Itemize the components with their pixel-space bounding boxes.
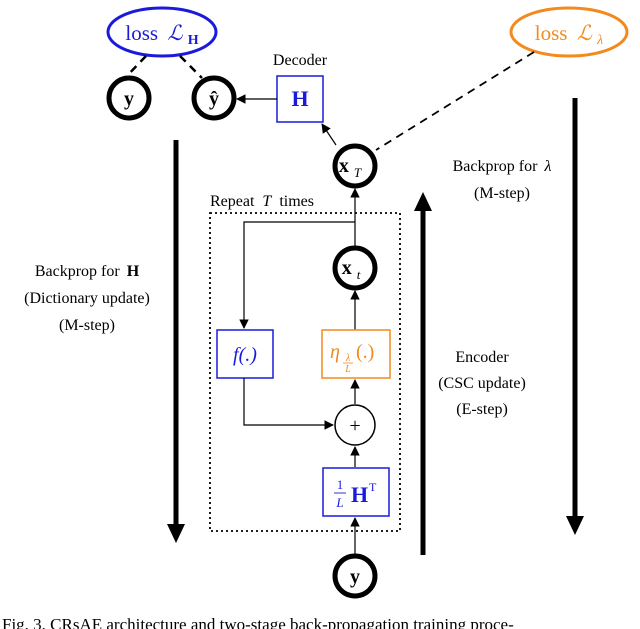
ht-num: 1	[337, 477, 344, 492]
x-T-base: x	[339, 155, 349, 177]
repeat-box	[209, 212, 401, 532]
encoder-arrowhead	[414, 192, 432, 211]
x-t-base: x	[342, 257, 352, 279]
loss-h-prefix: loss	[125, 21, 158, 45]
y-output-node: y	[106, 75, 152, 121]
y-input-label: y	[350, 566, 360, 588]
eta-den: L	[344, 364, 351, 375]
x-T-sub: T	[354, 165, 362, 180]
eta-box: η λ L (.)	[321, 329, 391, 379]
loss-lambda-to-xT-dashed	[375, 51, 535, 151]
x-T-node: x T	[332, 143, 378, 189]
svg-text:loss ℒ H: loss ℒ H	[125, 21, 198, 48]
f-box-label: f(.)	[233, 344, 257, 366]
svg-text:x T: x T	[339, 155, 362, 180]
y-hat-node: ŷ	[191, 75, 237, 121]
feedback-loop-line	[239, 221, 355, 329]
encoder-label: Encoder	[455, 349, 509, 366]
decoder-label: Decoder	[273, 52, 328, 69]
decoder-h-box: H	[276, 75, 324, 123]
figure-caption: Fig. 3. CRsAE architecture and two-stage…	[2, 615, 514, 629]
backprop-lambda-label: Backprop for λ	[453, 158, 552, 175]
svg-text:loss ℒ λ: loss ℒ λ	[535, 21, 603, 48]
xT-to-decoder-arrow	[321, 123, 337, 146]
f-box: f(.)	[216, 329, 274, 379]
loss-lambda-sub: λ	[596, 33, 603, 48]
plus-label: +	[349, 415, 360, 437]
plus-node: +	[334, 404, 376, 446]
svg-text:x t: x t	[342, 257, 361, 282]
dictionary-update-label: (Dictionary update)	[24, 290, 150, 307]
ht-base: H	[351, 482, 368, 507]
y-output-label: y	[124, 88, 134, 110]
loss-h-to-y-dashed	[124, 55, 147, 79]
ht-sup: T	[369, 480, 377, 494]
m-step-h-label: (M-step)	[59, 317, 115, 334]
loss-h-node: loss ℒ H	[106, 6, 218, 58]
csc-update-label: (CSC update)	[438, 375, 526, 392]
backprop-h-arrowhead	[167, 524, 185, 543]
loss-lambda-prefix: loss	[535, 21, 568, 45]
repeat-label: Repeat T times	[210, 193, 314, 210]
ht-den: L	[335, 495, 343, 510]
backprop-lambda-arrowhead	[566, 516, 584, 535]
loss-lambda-symbol: ℒ	[577, 21, 593, 45]
y-hat-label: ŷ	[209, 88, 219, 110]
eta-base: η	[330, 341, 340, 363]
loss-lambda-node: loss ℒ λ	[509, 6, 629, 58]
x-t-node: x t	[332, 245, 378, 291]
loss-h-to-yhat-dashed	[179, 55, 203, 79]
ht-box: 1 L H T	[322, 467, 390, 517]
f-to-plus-arrow	[243, 378, 334, 430]
eta-num: λ	[345, 353, 351, 364]
decoder-h-label: H	[291, 86, 308, 111]
loss-h-sub: H	[188, 33, 199, 48]
x-t-sub: t	[357, 267, 361, 282]
y-input-node: y	[332, 553, 378, 599]
e-step-label: (E-step)	[456, 401, 508, 418]
backprop-h-label: Backprop for H	[35, 263, 140, 280]
eta-arg: (.)	[356, 341, 374, 363]
m-step-lambda-label: (M-step)	[474, 185, 530, 202]
loss-h-symbol: ℒ	[167, 21, 183, 45]
